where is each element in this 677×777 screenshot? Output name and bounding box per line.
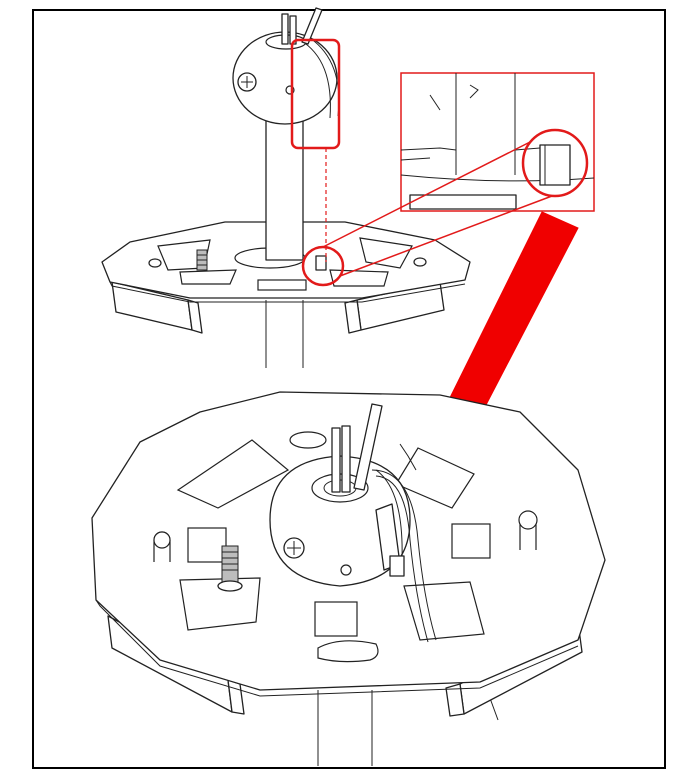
clip-highlight-box: [290, 38, 341, 150]
bottom-cable-clamp-ball: [269, 403, 437, 643]
zoom-inset: [322, 72, 595, 277]
top-assembly: [101, 7, 471, 368]
top-pole: [265, 109, 304, 261]
zoom-leader-line-top: [322, 141, 531, 248]
zoom-leader-line-bottom: [339, 195, 553, 277]
top-cable-clamp-ball: [232, 7, 340, 125]
bottom-set-screw: [217, 545, 243, 592]
top-plate-tabs: [111, 281, 445, 334]
figure-frame: [32, 9, 666, 769]
inset-highlight-circle: [521, 128, 589, 198]
bottom-assembly: [91, 391, 606, 766]
